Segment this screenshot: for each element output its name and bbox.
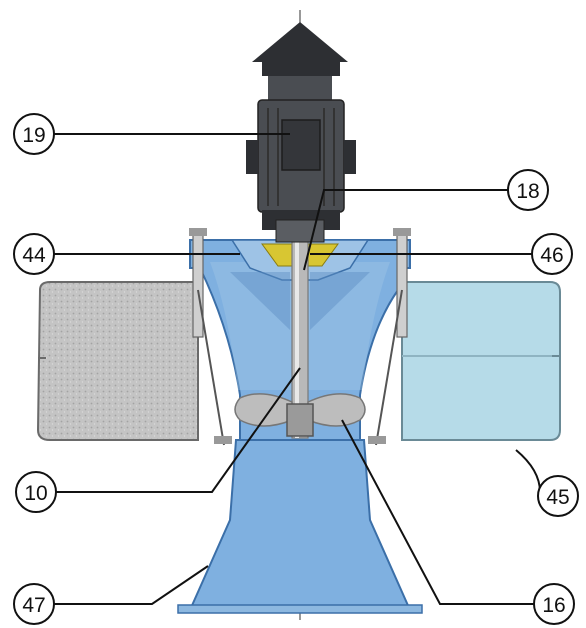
svg-text:46: 46 bbox=[540, 244, 563, 267]
callout-44: 44 bbox=[13, 233, 55, 275]
right-float-pontoon bbox=[401, 281, 561, 441]
svg-text:47: 47 bbox=[22, 594, 45, 617]
leader-16 bbox=[341, 419, 534, 605]
callout-47: 47 bbox=[13, 583, 55, 625]
leader-45 bbox=[515, 449, 541, 493]
pontoon-body bbox=[401, 281, 561, 441]
svg-text:18: 18 bbox=[516, 180, 539, 203]
leader-47 bbox=[54, 565, 209, 605]
svg-text:44: 44 bbox=[22, 244, 46, 267]
callout-16: 16 bbox=[533, 583, 575, 625]
impeller bbox=[234, 393, 366, 437]
callout-19: 19 bbox=[13, 113, 55, 155]
svg-text:16: 16 bbox=[542, 594, 565, 617]
leader-18 bbox=[303, 189, 508, 271]
svg-text:45: 45 bbox=[546, 486, 569, 509]
left-float-pontoon bbox=[36, 281, 199, 441]
drive-shaft bbox=[291, 217, 309, 439]
callout-45: 45 bbox=[537, 475, 579, 517]
callout-18: 18 bbox=[507, 169, 549, 211]
svg-text:19: 19 bbox=[22, 124, 45, 147]
leader-10 bbox=[56, 367, 301, 493]
svg-text:10: 10 bbox=[24, 482, 47, 505]
leader-lines bbox=[54, 133, 541, 605]
callout-46: 46 bbox=[531, 233, 573, 275]
callout-10: 10 bbox=[15, 471, 57, 513]
housing-diffuser bbox=[188, 439, 412, 611]
electric-motor bbox=[246, 22, 356, 243]
tie-rods bbox=[189, 228, 411, 446]
